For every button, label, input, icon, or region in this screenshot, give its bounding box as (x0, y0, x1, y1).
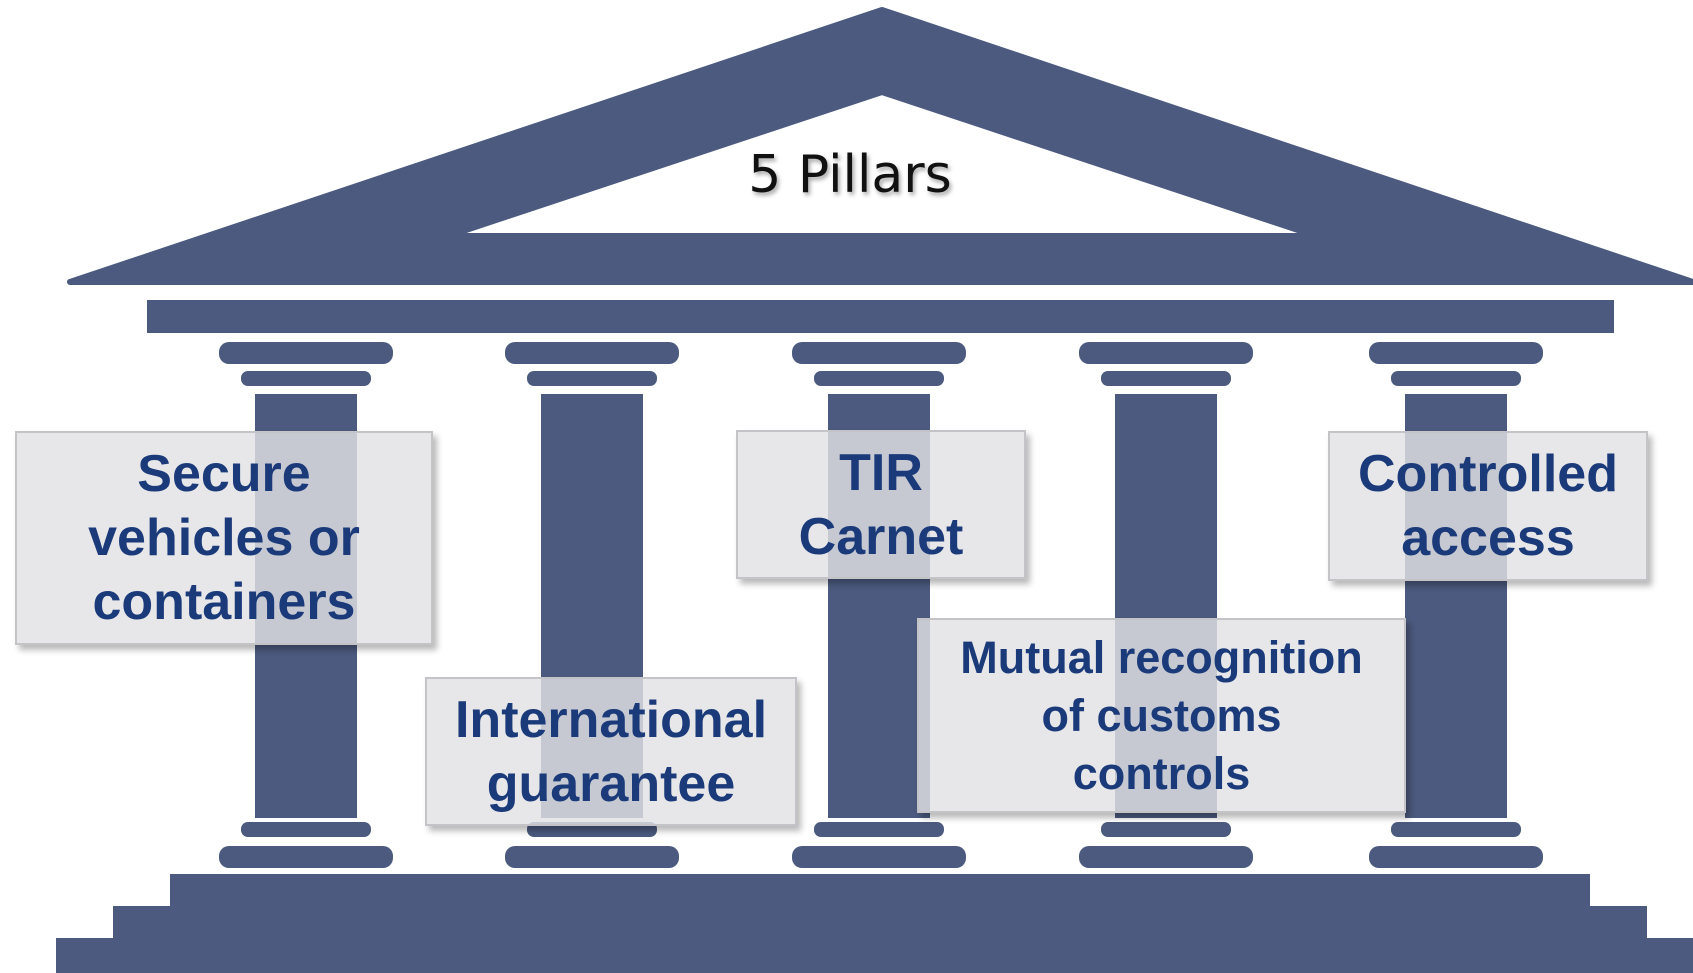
pillar-label-tir-carnet: TIR Carnet (736, 430, 1026, 579)
pillar-label-text: Controlled access (1358, 445, 1618, 567)
base-step-bottom (56, 938, 1693, 973)
column-5-base-bottom (1369, 846, 1543, 868)
column-4-capital-bottom (1101, 371, 1231, 386)
column-1-capital-top (219, 342, 393, 364)
column-5-capital-bottom (1391, 371, 1521, 386)
column-3-capital-top (792, 342, 966, 364)
column-2-base-bottom (505, 846, 679, 868)
entablature (147, 300, 1614, 333)
column-1-base-top (241, 822, 371, 837)
pillar-label-text: Secure vehicles or containers (88, 445, 360, 631)
column-2-capital-bottom (527, 371, 657, 386)
column-5-base-top (1391, 822, 1521, 837)
column-1-capital-bottom (241, 371, 371, 386)
column-4-base-bottom (1079, 846, 1253, 868)
column-4-capital-top (1079, 342, 1253, 364)
roof (67, 7, 1693, 285)
pillar-label-text: Mutual recognition of customs controls (960, 631, 1363, 799)
pillar-label-text: TIR Carnet (798, 443, 964, 566)
pillar-label-international-guarantee: International guarantee (425, 677, 797, 826)
column-3-base-top (814, 822, 944, 837)
base-step-top (170, 874, 1590, 910)
base-step-middle (113, 906, 1647, 942)
column-4-base-top (1101, 822, 1231, 837)
pillar-label-controlled-access: Controlled access (1328, 431, 1648, 581)
pillar-label-mutual-recognition: Mutual recognition of customs controls (917, 618, 1406, 813)
column-3-capital-bottom (814, 371, 944, 386)
column-1-base-bottom (219, 846, 393, 868)
pillar-label-secure-vehicles: Secure vehicles or containers (15, 431, 433, 645)
diagram-title: 5 Pillars (748, 145, 952, 205)
column-2-capital-top (505, 342, 679, 364)
column-3-base-bottom (792, 846, 966, 868)
column-5-capital-top (1369, 342, 1543, 364)
pillar-label-text: International guarantee (454, 690, 768, 813)
